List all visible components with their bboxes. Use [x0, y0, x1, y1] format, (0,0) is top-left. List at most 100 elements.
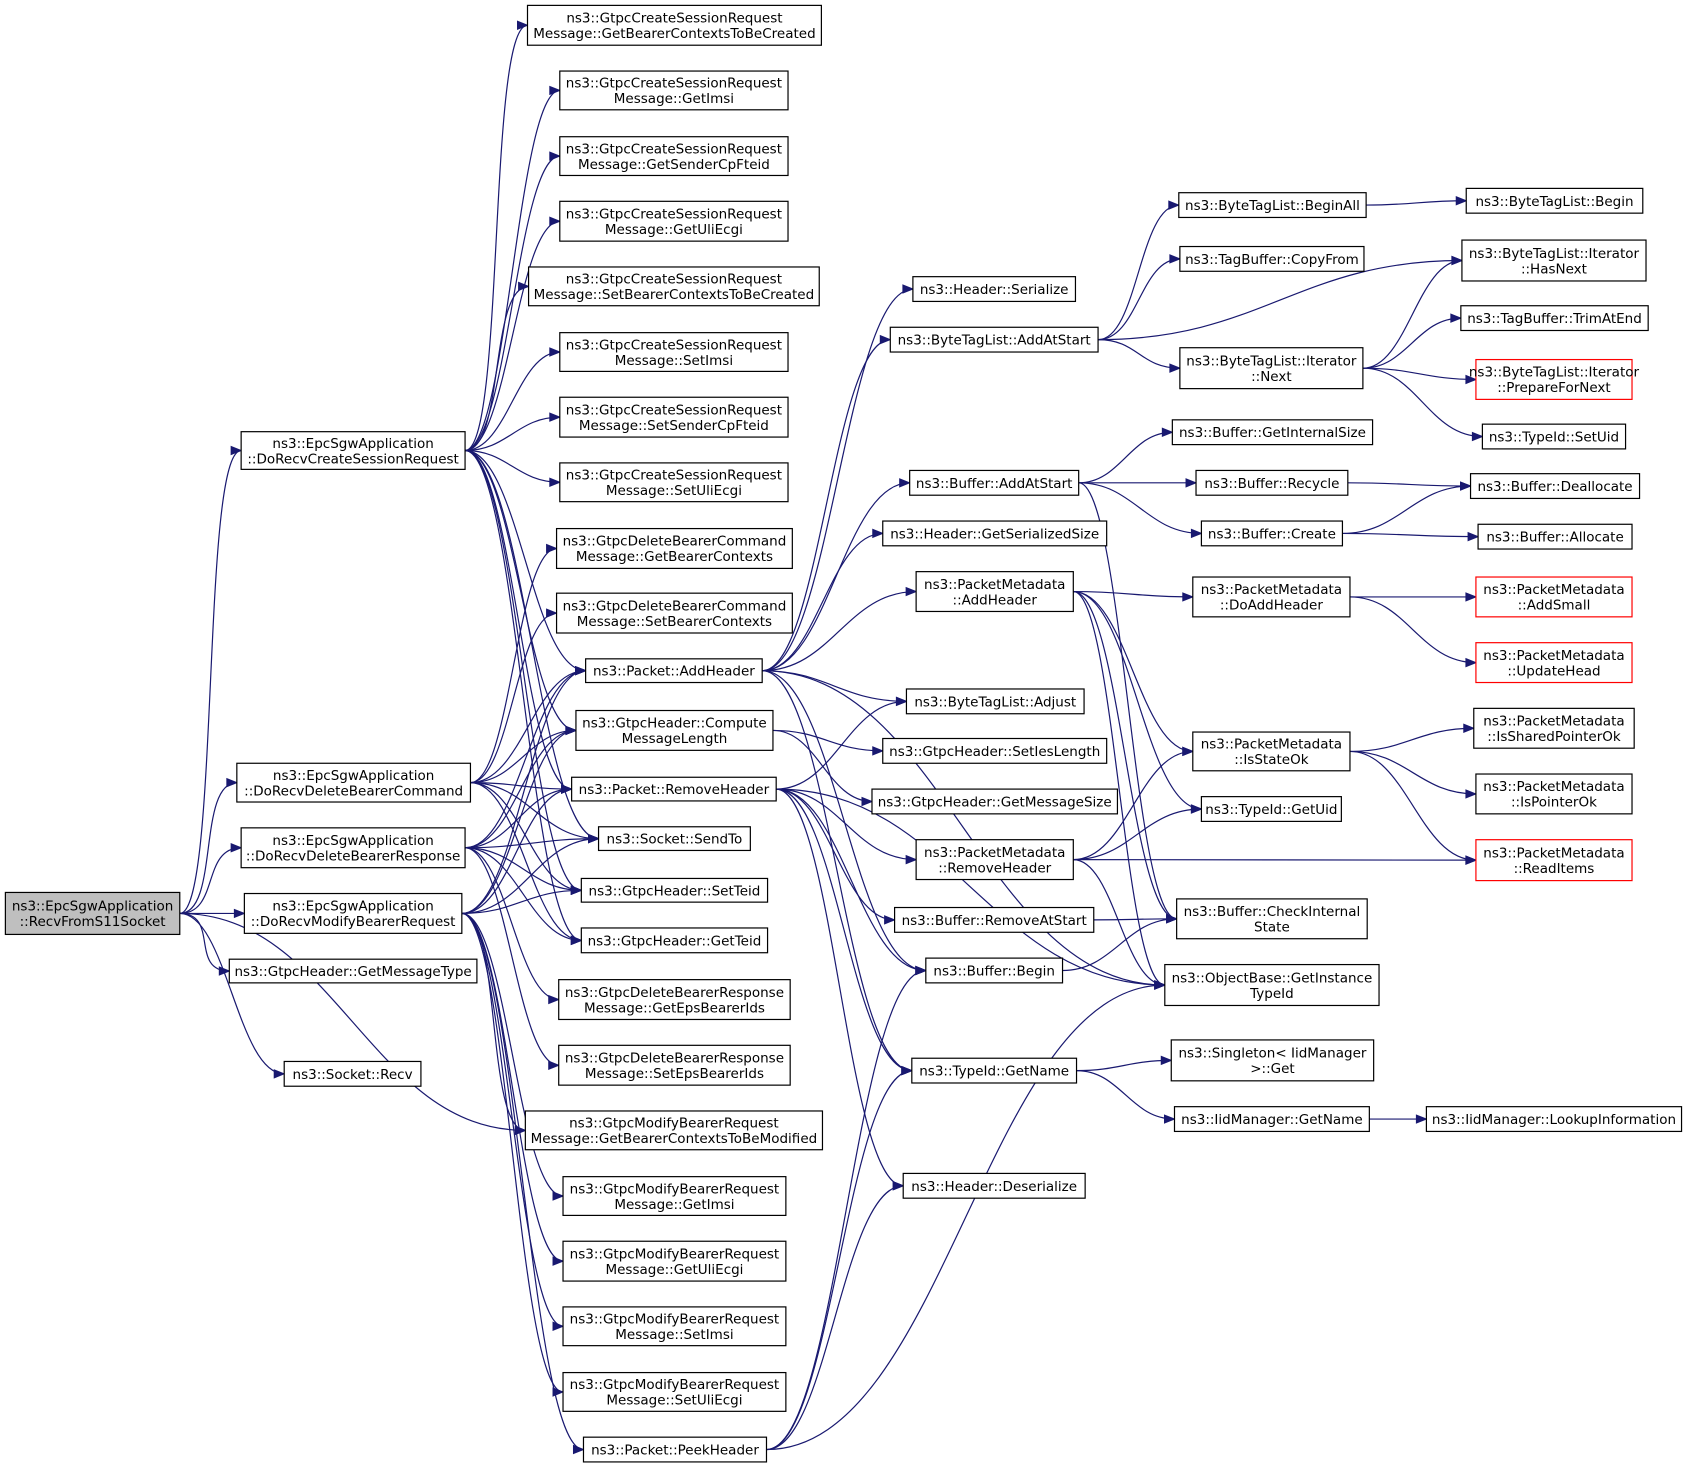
- call-edge: [766, 1070, 912, 1451]
- call-edge: [461, 912, 526, 1131]
- function-node-label: ns3::Header::GetSerializedSize: [890, 526, 1099, 542]
- call-edge-arrowhead: [1467, 531, 1480, 542]
- function-node[interactable]: ns3::GtpcModifyBearerRequestMessage::Get…: [524, 1110, 824, 1151]
- function-node[interactable]: ns3::Buffer::AddAtStart: [909, 469, 1080, 496]
- call-edge: [766, 984, 1165, 1451]
- function-node[interactable]: ns3::TagBuffer::TrimAtEnd: [1460, 305, 1649, 332]
- function-node[interactable]: ns3::ByteTagList::Iterator::Next: [1179, 347, 1364, 390]
- function-node[interactable]: ns3::TagBuffer::CopyFrom: [1179, 245, 1365, 272]
- function-node-box: [1469, 473, 1641, 500]
- call-edge-arrowhead: [565, 725, 578, 736]
- function-node[interactable]: ns3::GtpcCreateSessionRequestMessage::Se…: [559, 332, 789, 373]
- function-node[interactable]: ns3::EpcSgwApplication::DoRecvCreateSess…: [240, 431, 466, 470]
- function-node[interactable]: ns3::GtpcHeader::SetIesLength: [882, 737, 1108, 764]
- function-node[interactable]: ns3::EpcSgwApplication::DoRecvDeleteBear…: [240, 827, 466, 869]
- call-edge: [1362, 317, 1461, 369]
- call-edge: [1349, 750, 1476, 861]
- function-node[interactable]: ns3::ByteTagList::Iterator::HasNext: [1461, 239, 1647, 282]
- function-node-label: ns3::Socket::SendTo: [607, 832, 743, 848]
- function-node[interactable]: ns3::GtpcCreateSessionRequestMessage::Se…: [559, 396, 789, 438]
- function-node[interactable]: ns3::EpcSgwApplication::RecvFromS11Socke…: [4, 891, 181, 936]
- function-node[interactable]: ns3::IidManager::GetName: [1173, 1106, 1370, 1133]
- function-node-label: ns3::Header::Serialize: [920, 282, 1069, 298]
- function-node[interactable]: ns3::EpcSgwApplication::DoRecvDeleteBear…: [236, 762, 472, 803]
- function-node[interactable]: ns3::PacketMetadata::RemoveHeader: [915, 839, 1074, 881]
- function-node[interactable]: ns3::GtpcDeleteBearerResponseMessage::Se…: [558, 1044, 791, 1086]
- function-node[interactable]: ns3::IidManager::LookupInformation: [1425, 1106, 1683, 1133]
- function-node-box: [559, 332, 789, 373]
- function-node[interactable]: ns3::GtpcModifyBearerRequestMessage::Set…: [562, 1371, 787, 1412]
- function-node[interactable]: ns3::PacketMetadata::IsSharedPointerOk: [1473, 707, 1635, 749]
- function-node-box: [575, 709, 774, 751]
- function-node[interactable]: ns3::PacketMetadata::AddSmall: [1475, 576, 1633, 618]
- function-node[interactable]: ns3::PacketMetadata::IsStateOk: [1192, 731, 1351, 772]
- function-node[interactable]: ns3::GtpcModifyBearerRequestMessage::Set…: [562, 1306, 787, 1347]
- function-node[interactable]: ns3::GtpcCreateSessionRequestMessage::Se…: [527, 266, 820, 307]
- call-edge-arrowhead: [1471, 431, 1484, 442]
- function-node[interactable]: ns3::ByteTagList::Iterator::PrepareForNe…: [1469, 358, 1640, 400]
- function-node[interactable]: ns3::TypeId::GetUid: [1200, 796, 1342, 822]
- function-node[interactable]: ns3::PacketMetadata::IsPointerOk: [1475, 773, 1633, 815]
- function-node[interactable]: ns3::GtpcCreateSessionRequestMessage::Ge…: [559, 136, 789, 177]
- function-node[interactable]: ns3::Packet::RemoveHeader: [571, 776, 777, 802]
- function-node[interactable]: ns3::Buffer::Begin: [925, 957, 1064, 984]
- function-node-label: ns3::GtpcHeader::GetMessageType: [234, 964, 471, 980]
- function-node[interactable]: ns3::PacketMetadata::ReadItems: [1475, 839, 1633, 882]
- function-node[interactable]: ns3::GtpcHeader::SetTeid: [580, 877, 769, 903]
- function-node-label: Message::SetImsi: [615, 1327, 733, 1343]
- function-node[interactable]: ns3::Buffer::Allocate: [1477, 523, 1633, 550]
- function-node[interactable]: ns3::Header::Deserialize: [902, 1172, 1086, 1199]
- function-node[interactable]: ns3::PacketMetadata::UpdateHead: [1475, 642, 1633, 684]
- function-node[interactable]: ns3::ByteTagList::Begin: [1465, 187, 1644, 214]
- function-node[interactable]: ns3::GtpcCreateSessionRequestMessage::Se…: [559, 462, 789, 503]
- function-node[interactable]: ns3::Packet::PeekHeader: [582, 1436, 768, 1463]
- call-edge: [465, 847, 559, 1066]
- function-node[interactable]: ns3::Buffer::Recycle: [1195, 469, 1349, 496]
- call-edge: [464, 24, 528, 452]
- function-node[interactable]: ns3::Buffer::RemoveAtStart: [893, 906, 1095, 933]
- function-node[interactable]: ns3::GtpcCreateSessionRequestMessage::Ge…: [526, 4, 822, 46]
- function-node[interactable]: ns3::EpcSgwApplication::DoRecvModifyBear…: [243, 892, 463, 934]
- call-edge: [461, 912, 584, 1451]
- function-node-label: ns3::GtpcCreateSessionRequest: [566, 468, 782, 484]
- function-node[interactable]: ns3::Buffer::GetInternalSize: [1171, 419, 1374, 446]
- function-node[interactable]: ns3::GtpcDeleteBearerCommandMessage::Set…: [555, 592, 793, 634]
- function-node[interactable]: ns3::GtpcHeader::GetMessageSize: [871, 788, 1119, 815]
- function-node[interactable]: ns3::Header::GetSerializedSize: [882, 520, 1108, 547]
- function-node[interactable]: ns3::TypeId::GetName: [911, 1057, 1078, 1084]
- function-node[interactable]: ns3::GtpcModifyBearerRequestMessage::Get…: [562, 1240, 787, 1282]
- function-node[interactable]: ns3::Singleton< IidManager>::Get: [1170, 1039, 1375, 1082]
- function-node-label: Message::SetUliEcgi: [606, 483, 742, 499]
- call-edge-arrowhead: [905, 586, 918, 597]
- call-edge: [461, 912, 564, 1327]
- call-edge: [1073, 750, 1193, 861]
- function-node[interactable]: ns3::Buffer::Create: [1200, 520, 1344, 547]
- function-node[interactable]: ns3::Socket::SendTo: [597, 826, 751, 852]
- function-node[interactable]: ns3::GtpcDeleteBearerCommandMessage::Get…: [555, 527, 793, 570]
- function-node[interactable]: ns3::Socket::Recv: [283, 1060, 422, 1087]
- function-node[interactable]: ns3::GtpcHeader::GetTeid: [580, 927, 769, 954]
- function-node[interactable]: ns3::Buffer::Deallocate: [1469, 473, 1641, 500]
- function-node[interactable]: ns3::ByteTagList::AddAtStart: [889, 326, 1099, 353]
- function-node[interactable]: ns3::GtpcDeleteBearerResponseMessage::Ge…: [558, 979, 791, 1021]
- function-node[interactable]: ns3::ByteTagList::BeginAll: [1178, 192, 1367, 219]
- function-node-label: ns3::PacketMetadata: [924, 845, 1065, 861]
- function-node[interactable]: ns3::GtpcHeader::GetMessageType: [228, 958, 478, 984]
- function-node[interactable]: ns3::PacketMetadata::AddHeader: [915, 571, 1074, 613]
- call-edge: [465, 449, 560, 483]
- function-node[interactable]: ns3::TypeId::SetUid: [1481, 423, 1627, 450]
- function-node[interactable]: ns3::Packet::AddHeader: [585, 658, 763, 684]
- call-edge: [762, 670, 912, 1072]
- function-node[interactable]: ns3::GtpcModifyBearerRequestMessage::Get…: [562, 1176, 787, 1217]
- call-edge: [470, 782, 572, 790]
- function-node-box: [1170, 1039, 1375, 1082]
- function-node[interactable]: ns3::Header::Serialize: [912, 276, 1077, 303]
- function-node[interactable]: ns3::GtpcCreateSessionRequestMessage::Ge…: [559, 70, 789, 111]
- function-node[interactable]: ns3::ByteTagList::Adjust: [905, 688, 1085, 715]
- function-node[interactable]: ns3::GtpcCreateSessionRequestMessage::Ge…: [559, 200, 789, 242]
- function-node[interactable]: ns3::PacketMetadata::DoAddHeader: [1192, 576, 1351, 618]
- function-node-label: ns3::Socket::Recv: [293, 1067, 413, 1083]
